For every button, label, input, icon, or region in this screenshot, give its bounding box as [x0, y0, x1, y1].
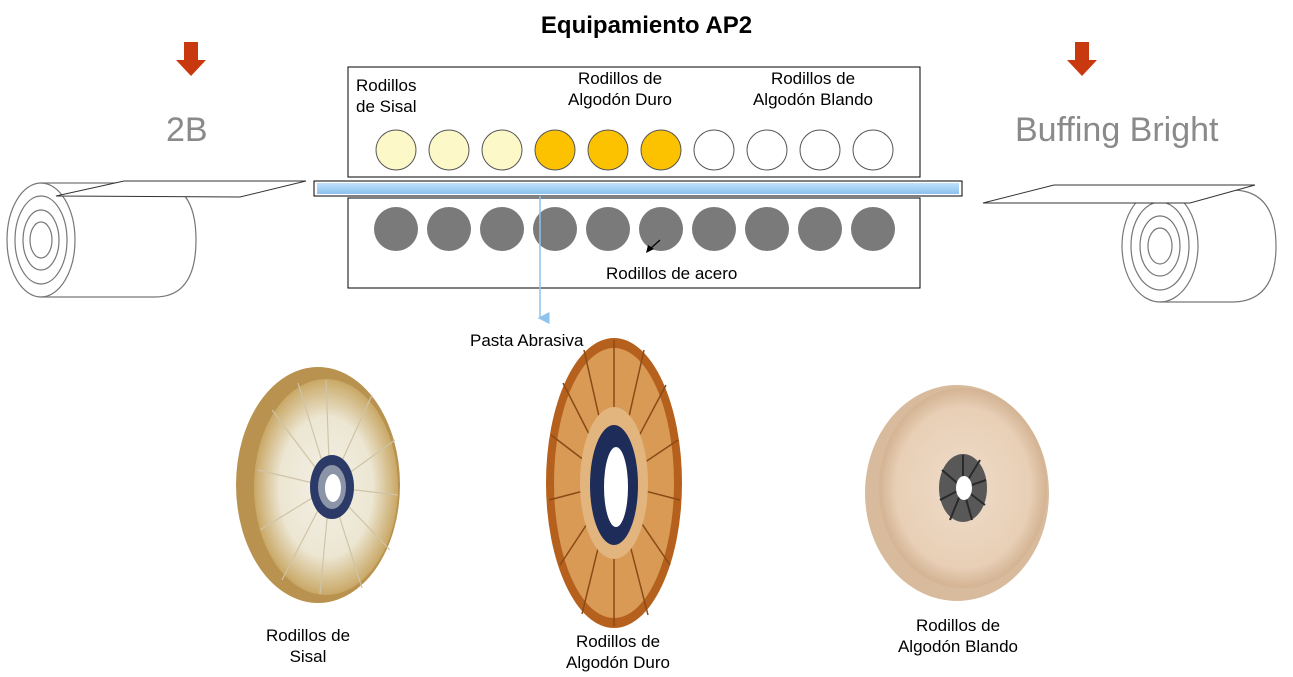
steel-roller: [639, 207, 683, 251]
steel-roller: [692, 207, 736, 251]
sisal-group-label-line2: de Sisal: [356, 97, 417, 116]
hard-cotton-group-label: Rodillos de Algodón Duro: [540, 68, 700, 110]
sisal-wheel-photo: [236, 367, 400, 603]
steel-roller-pointer-arrow: [646, 239, 661, 253]
steel-roller: [586, 207, 630, 251]
sisal-group-label-line1: Rodillos: [356, 76, 417, 95]
page-title: Equipamiento AP2: [540, 12, 753, 39]
steel-roller: [480, 207, 524, 251]
hard-cotton-group-label-line2: Algodón Duro: [568, 90, 672, 109]
sisal-photo-caption: Rodillos de Sisal: [228, 625, 388, 667]
abrasive-paste-label: Pasta Abrasiva: [470, 331, 584, 350]
soft-cotton-photo-caption-line2: Algodón Blando: [897, 637, 1019, 656]
sisal-roller: [428, 129, 470, 171]
steel-roller: [374, 207, 418, 251]
steel-roller: [798, 207, 842, 251]
hard-cotton-roller: [587, 129, 629, 171]
soft-cotton-photo-caption-line1: Rodillos de: [915, 616, 1001, 635]
soft-cotton-group-label: Rodillos de Algodón Blando: [728, 68, 898, 110]
exit-down-arrow: [1067, 42, 1097, 76]
soft-cotton-roller: [852, 129, 894, 171]
soft-cotton-group-label-line2: Algodón Blando: [752, 90, 874, 109]
exit-state-label: Buffing Bright: [1015, 111, 1219, 149]
sisal-photo-caption-line2: Sisal: [289, 647, 327, 666]
soft-cotton-wheel-photo: [865, 385, 1049, 601]
soft-cotton-roller: [746, 129, 788, 171]
soft-cotton-group-label-line1: Rodillos de: [770, 69, 856, 88]
entry-state-label: 2B: [166, 111, 208, 149]
steel-roller: [427, 207, 471, 251]
soft-cotton-photo-caption: Rodillos de Algodón Blando: [873, 615, 1043, 657]
hard-cotton-group-label-line1: Rodillos de: [577, 69, 663, 88]
entry-strip-sheet: [55, 180, 307, 198]
hard-cotton-roller: [640, 129, 682, 171]
hard-cotton-photo-caption-line1: Rodillos de: [575, 632, 661, 651]
steel-roller: [851, 207, 895, 251]
entry-down-arrow: [176, 42, 206, 76]
steel-rollers-label: Rodillos de acero: [606, 264, 738, 283]
entry-coil-icon: [6, 182, 197, 298]
steel-roller: [533, 207, 577, 251]
sisal-photo-caption-line1: Rodillos de: [265, 626, 351, 645]
exit-strip-sheet: [982, 184, 1256, 204]
hard-cotton-photo-caption: Rodillos de Algodón Duro: [538, 631, 698, 673]
steel-strip: [317, 183, 959, 194]
sisal-roller: [375, 129, 417, 171]
hard-cotton-wheel-photo: [546, 338, 682, 628]
steel-roller: [745, 207, 789, 251]
sisal-group-label: Rodillos de Sisal: [356, 75, 456, 117]
sisal-roller: [481, 129, 523, 171]
hard-cotton-photo-caption-line2: Algodón Duro: [566, 653, 670, 672]
exit-coil-icon: [1121, 189, 1277, 303]
hard-cotton-roller: [534, 129, 576, 171]
soft-cotton-roller: [799, 129, 841, 171]
soft-cotton-roller: [693, 129, 735, 171]
